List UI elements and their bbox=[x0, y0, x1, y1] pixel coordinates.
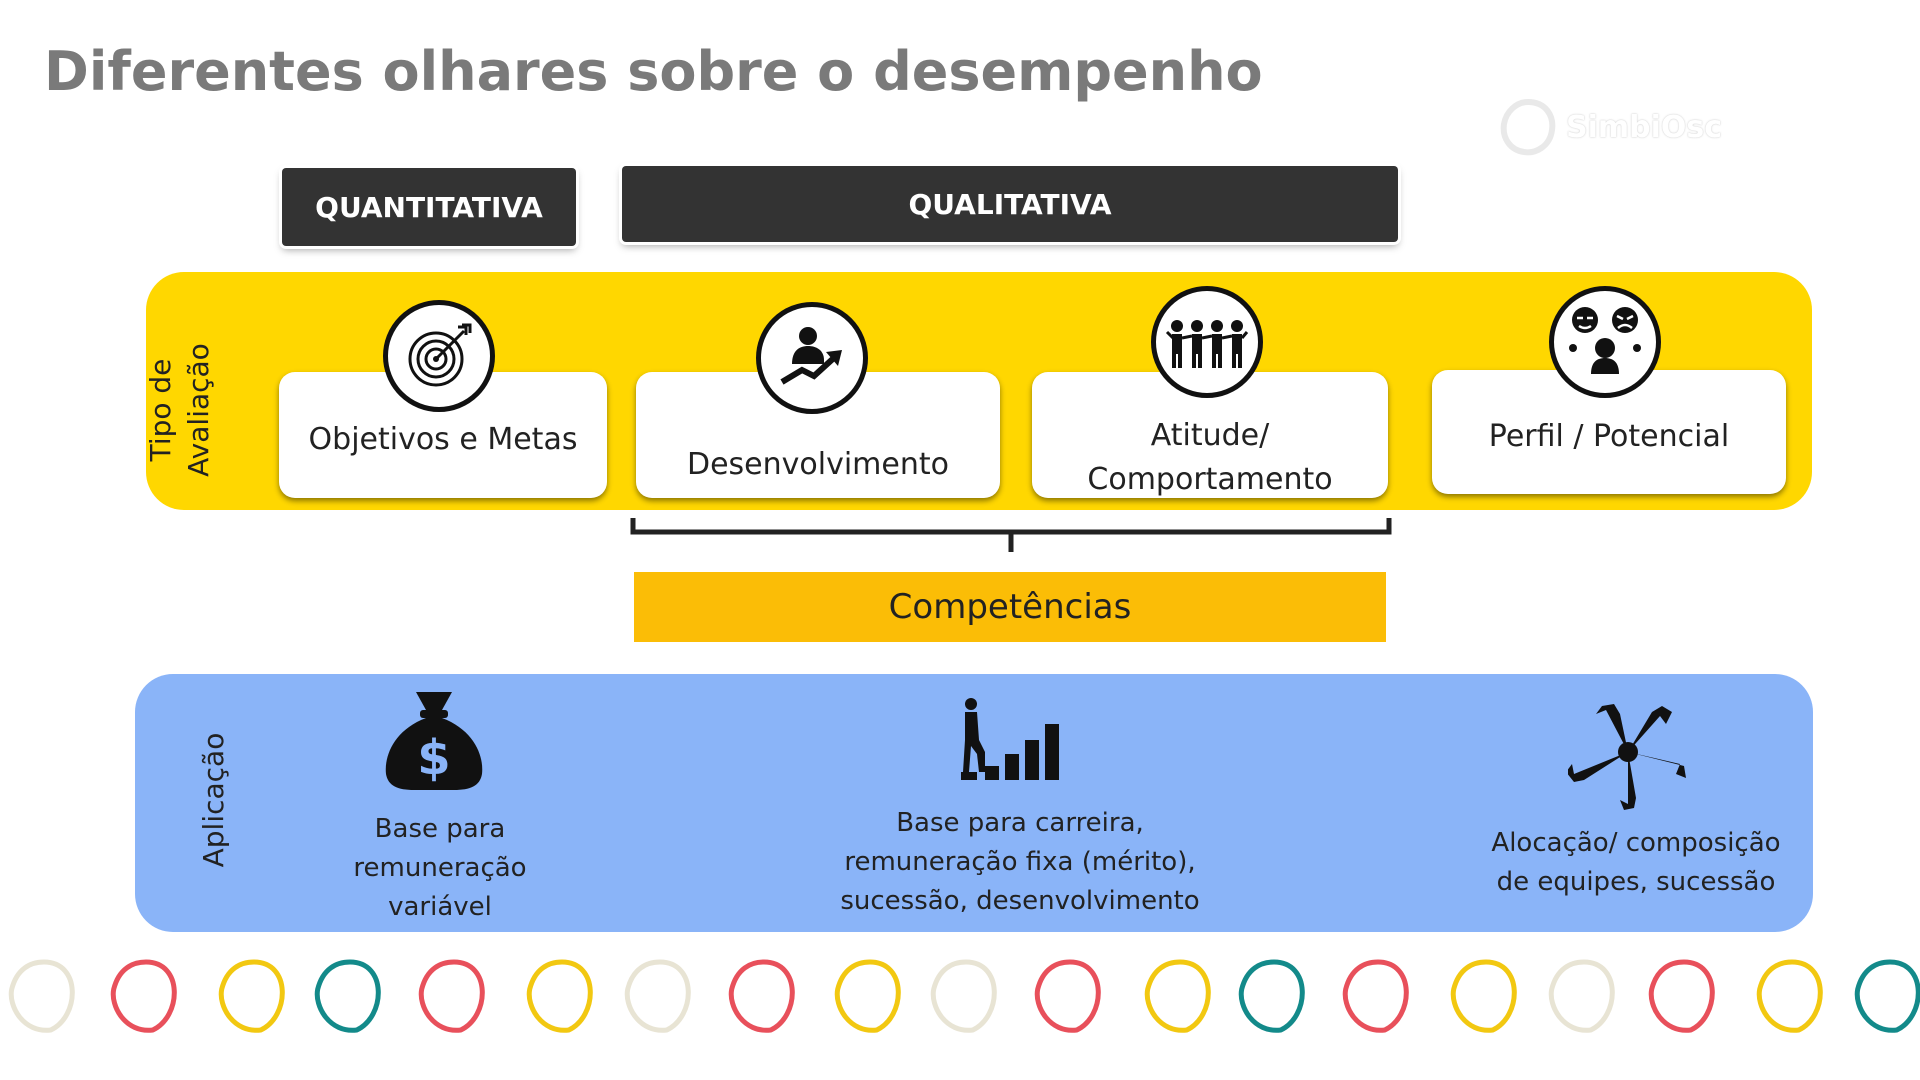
growth-person-icon bbox=[756, 302, 868, 414]
watermark-text: SimbiOsc bbox=[1566, 110, 1723, 145]
aplicacao-label: Aplicação bbox=[197, 732, 230, 868]
card-label: Atitude/ Comportamento bbox=[1087, 414, 1332, 502]
text-line: de equipes, sucessão bbox=[1496, 867, 1776, 897]
decorative-ring-icon bbox=[1450, 959, 1517, 1033]
logo-ring-icon bbox=[1500, 98, 1556, 156]
text-line: variável bbox=[388, 892, 492, 922]
target-icon bbox=[383, 300, 495, 412]
tipo-avaliacao-label: Tipo de Avaliação bbox=[142, 290, 222, 530]
team-hands-icon bbox=[1566, 700, 1688, 810]
decorative-ring-icon bbox=[526, 959, 593, 1033]
card-label-line1: Atitude/ bbox=[1150, 418, 1270, 453]
decorative-ring-icon bbox=[218, 959, 285, 1033]
money-bag-icon: $ bbox=[374, 686, 494, 796]
aplicacao-equipes: Alocação/ composição de equipes, sucessã… bbox=[1466, 824, 1806, 902]
text-line: remuneração bbox=[353, 853, 527, 883]
decorative-ring-icon bbox=[930, 959, 997, 1033]
decorative-ring-icon bbox=[624, 959, 691, 1033]
tipo-avaliacao-label-line2: Avaliação bbox=[182, 343, 215, 477]
decorative-ring-icon bbox=[110, 959, 177, 1033]
decorative-ring-row bbox=[8, 959, 1920, 1033]
aplicacao-remuneracao-variavel: Base para remuneração variável bbox=[310, 810, 570, 927]
text-line: remuneração fixa (mérito), bbox=[844, 847, 1196, 877]
header-quantitativa: QUANTITATIVA bbox=[282, 168, 576, 246]
team-people-icon bbox=[1151, 286, 1263, 398]
decorative-ring-icon bbox=[728, 959, 795, 1033]
card-label: Desenvolvimento bbox=[686, 447, 949, 482]
decorative-ring-icon bbox=[8, 959, 75, 1033]
decorative-ring-icon bbox=[1238, 959, 1305, 1033]
watermark-logo: SimbiOsc bbox=[1496, 96, 1736, 166]
decorative-ring-icon bbox=[314, 959, 381, 1033]
header-qualitativa: QUALITATIVA bbox=[622, 166, 1398, 242]
card-label: Perfil / Potencial bbox=[1488, 419, 1730, 454]
decorative-ring-icon bbox=[1342, 959, 1409, 1033]
decorative-ring-icon bbox=[1756, 959, 1823, 1033]
aplicacao-carreira: Base para carreira, remuneração fixa (mé… bbox=[800, 804, 1240, 921]
decorative-ring-icon bbox=[418, 959, 485, 1033]
competencias-bracket bbox=[630, 518, 1392, 552]
decorative-ring-icon bbox=[1648, 959, 1715, 1033]
decorative-ring-icon bbox=[1144, 959, 1211, 1033]
text-line: Base para bbox=[374, 814, 506, 844]
decorative-ring-icon bbox=[1854, 959, 1920, 1033]
page-title: Diferentes olhares sobre o desempenho bbox=[44, 40, 1263, 103]
tipo-avaliacao-label-line1: Tipo de bbox=[144, 358, 177, 462]
decorative-ring-icon bbox=[1034, 959, 1101, 1033]
text-line: Base para carreira, bbox=[896, 808, 1144, 838]
card-label: Objetivos e Metas bbox=[308, 422, 578, 457]
profile-faces-icon bbox=[1549, 286, 1661, 398]
competencias-bar: Competências bbox=[634, 572, 1386, 642]
card-label-line2: Comportamento bbox=[1087, 462, 1333, 497]
career-stairs-icon bbox=[955, 696, 1075, 806]
svg-text:$: $ bbox=[417, 730, 450, 786]
decorative-ring-icon bbox=[834, 959, 901, 1033]
decorative-ring-icon bbox=[1548, 959, 1615, 1033]
text-line: Alocação/ composição bbox=[1491, 828, 1781, 858]
text-line: sucessão, desenvolvimento bbox=[840, 886, 1200, 916]
